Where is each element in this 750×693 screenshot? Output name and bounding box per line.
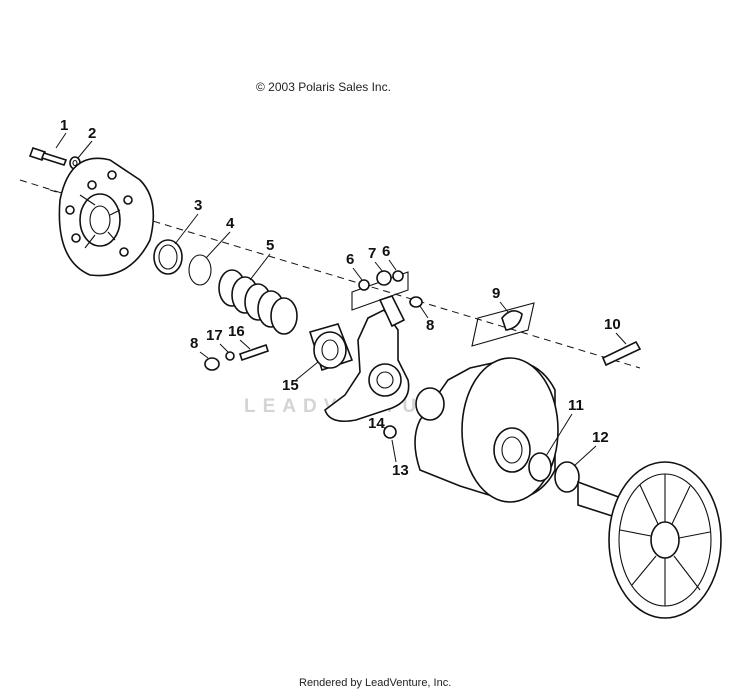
callout-15: 15 xyxy=(282,377,299,394)
callout-13: 13 xyxy=(392,462,409,479)
part-nut xyxy=(383,425,397,439)
footer-credit: Rendered by LeadVenture, Inc. xyxy=(299,677,452,689)
part-cam xyxy=(308,323,354,372)
part-bushing-11 xyxy=(528,452,552,482)
callout-14: 14 xyxy=(368,415,385,432)
part-bushing xyxy=(153,239,183,275)
callout-5: 5 xyxy=(266,237,274,254)
callout-6a: 6 xyxy=(346,251,354,268)
callouts: 1 2 3 4 5 6 7 6 8 8 17 16 15 9 10 14 13 … xyxy=(55,117,627,479)
callout-12: 12 xyxy=(592,429,609,446)
part-cover-plate xyxy=(58,157,155,277)
part-bolt xyxy=(28,146,68,166)
callout-8-right: 8 xyxy=(426,317,434,334)
axis-line-left xyxy=(19,179,101,206)
callout-17: 17 xyxy=(206,327,223,344)
callout-10: 10 xyxy=(604,316,621,333)
callout-4: 4 xyxy=(226,215,235,232)
part-washer-12 xyxy=(554,461,580,493)
copyright-notice: © 2003 Polaris Sales Inc. xyxy=(256,80,391,94)
part-snap-ring xyxy=(188,254,212,286)
callout-3: 3 xyxy=(194,197,202,214)
part-spring xyxy=(218,269,298,335)
part-clip xyxy=(471,302,535,347)
callout-8-left: 8 xyxy=(190,335,198,352)
part-pin-assembly xyxy=(204,343,270,371)
part-roller-washers xyxy=(351,270,409,311)
callout-9: 9 xyxy=(492,285,500,302)
callout-6b: 6 xyxy=(382,243,390,260)
part-shaft-pin xyxy=(601,340,642,367)
callout-16: 16 xyxy=(228,323,245,340)
part-fixed-sheave xyxy=(577,461,722,619)
callout-1: 1 xyxy=(60,117,68,134)
part-plug-right xyxy=(409,296,423,308)
part-thrust-washer xyxy=(415,387,445,421)
callout-2: 2 xyxy=(88,125,96,142)
callout-11: 11 xyxy=(568,397,584,414)
callout-7: 7 xyxy=(368,245,376,262)
